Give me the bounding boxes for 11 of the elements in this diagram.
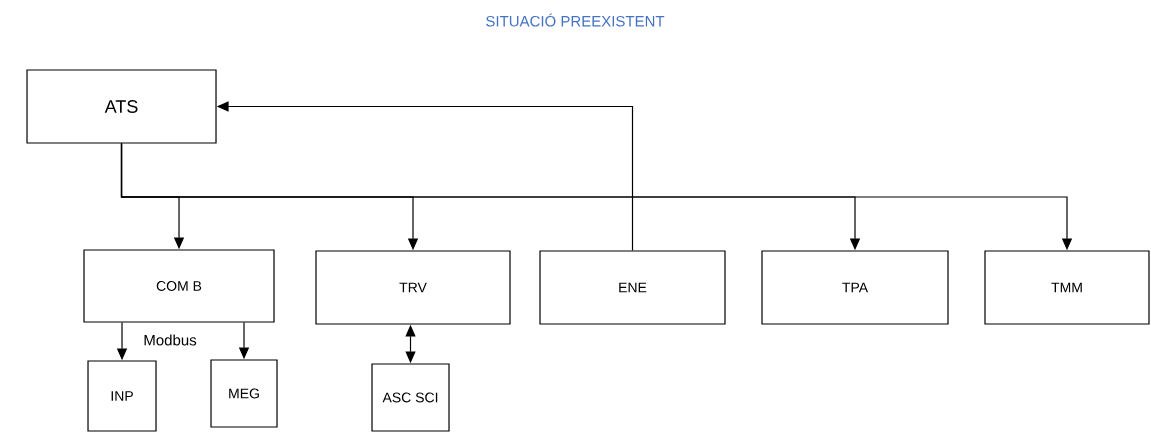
system-box: ASC SCI [371,363,450,432]
system-box: MEG [210,359,278,428]
system-box: INP [87,360,157,432]
system-box: ENE [539,250,726,325]
system-box: TRV [315,250,511,325]
system-box: TPA [761,250,949,325]
system-box: ATS [26,69,217,144]
system-box: COM B [83,249,275,323]
title: SITUACIÓ PREEXISTENT [486,13,665,27]
system-box: TMM [984,250,1150,325]
bus-label: Modbus [144,334,197,346]
